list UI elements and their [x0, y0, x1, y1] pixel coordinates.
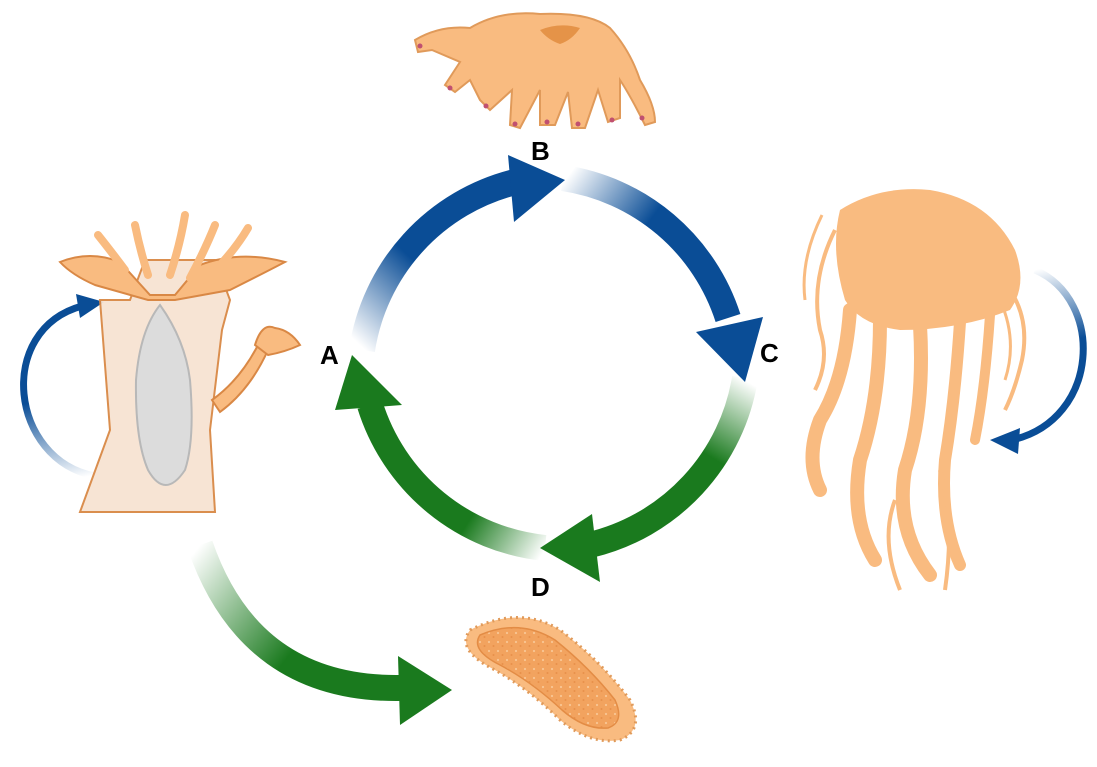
medusa-jellyfish-icon: [804, 189, 1024, 590]
cycle-arrow-a-to-b: [362, 155, 565, 350]
cycle-arrow-d-to-a: [335, 355, 545, 548]
cycle-arrow-c-to-d: [540, 378, 745, 582]
planula-larva-icon: [466, 618, 636, 741]
ephyra-icon: [415, 13, 655, 128]
polyp-to-larva-arrow: [200, 545, 452, 725]
stage-label-a: A: [320, 340, 339, 370]
stage-label-c: C: [760, 338, 779, 368]
polyp-self-loop-arrow: [24, 294, 104, 476]
polyp-icon: [60, 215, 300, 512]
stage-label-d: D: [531, 572, 550, 602]
cycle-arrow-b-to-c: [563, 178, 763, 382]
stage-label-b: B: [531, 136, 550, 166]
